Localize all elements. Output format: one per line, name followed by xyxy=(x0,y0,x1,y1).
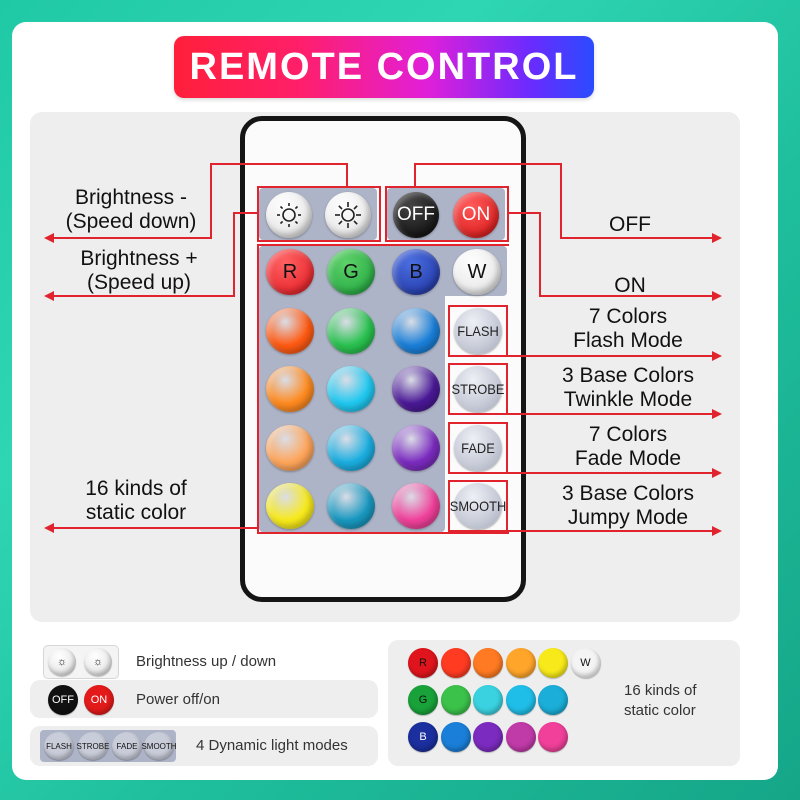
connector-line xyxy=(508,530,718,532)
color-button[interactable] xyxy=(392,425,440,471)
color-button[interactable] xyxy=(266,366,314,412)
legend-fade: FADE xyxy=(112,732,142,760)
label-strobe: 3 Base Colors Twinkle Mode xyxy=(562,364,694,411)
legend-color-swatch xyxy=(505,722,536,752)
connector-line xyxy=(508,472,718,474)
connector-line xyxy=(50,237,212,239)
connector-line xyxy=(346,163,348,188)
legend-brightness-text: Brightness up / down xyxy=(136,653,277,670)
legend-color-swatch xyxy=(538,648,568,678)
brightness-up-icon: ☼ xyxy=(84,648,112,676)
green-button[interactable]: G xyxy=(327,249,375,295)
color-button[interactable] xyxy=(392,308,440,354)
legend-color-swatch: R xyxy=(408,648,438,678)
legend-color-swatch: B xyxy=(408,722,438,752)
power-on-icon: ON xyxy=(84,685,114,715)
legend-color-swatch xyxy=(473,685,503,715)
arrow xyxy=(44,233,54,243)
connector-line xyxy=(210,163,348,165)
connector-line xyxy=(50,295,235,297)
smooth-highlight xyxy=(448,480,508,532)
strobe-highlight xyxy=(448,363,508,415)
legend-color-swatch xyxy=(473,722,503,752)
arrow xyxy=(44,291,54,301)
off-button[interactable]: OFF xyxy=(393,192,439,238)
color-button[interactable] xyxy=(266,308,314,354)
connector-line xyxy=(509,212,541,214)
legend-color-swatch xyxy=(505,685,536,715)
connector-line xyxy=(233,212,235,297)
legend-color-swatch xyxy=(440,722,471,752)
brightness-up-icon[interactable] xyxy=(325,192,371,238)
legend-flash: FLASH xyxy=(44,732,74,760)
red-button[interactable]: R xyxy=(266,249,314,295)
color-button[interactable] xyxy=(327,366,375,412)
arrow xyxy=(712,526,722,536)
color-button[interactable] xyxy=(392,483,440,529)
connector-line xyxy=(539,212,541,297)
smooth-button[interactable]: SMOOTH xyxy=(450,483,506,529)
arrow xyxy=(712,468,722,478)
brightness-highlight xyxy=(257,186,381,242)
label-brightness-down: Brightness - (Speed down) xyxy=(65,186,197,233)
connector-line xyxy=(414,163,416,188)
legend-color-swatch xyxy=(538,685,568,715)
legend-smooth: SMOOTH xyxy=(141,732,177,760)
legend-color-swatch xyxy=(505,648,536,678)
power-highlight xyxy=(385,186,509,242)
label-smooth: 3 Base Colors Jumpy Mode xyxy=(562,482,694,529)
color-button[interactable] xyxy=(266,483,314,529)
on-button[interactable]: ON xyxy=(453,192,499,238)
fade-highlight xyxy=(448,422,508,474)
strobe-button[interactable]: STROBE xyxy=(452,366,504,412)
brightness-down-icon: ☼ xyxy=(48,648,76,676)
arrow xyxy=(712,409,722,419)
connector-line xyxy=(539,295,718,297)
brightness-down-icon[interactable] xyxy=(266,192,312,238)
color-button[interactable] xyxy=(266,425,314,471)
label-fade: 7 Colors Fade Mode xyxy=(574,423,682,470)
arrow xyxy=(712,351,722,361)
color-button[interactable] xyxy=(327,483,375,529)
label-flash: 7 Colors Flash Mode xyxy=(573,305,683,352)
connector-line xyxy=(233,212,259,214)
label-on: ON xyxy=(614,274,646,297)
legend-color-swatch: W xyxy=(570,648,601,678)
legend-color-swatch xyxy=(473,648,503,678)
arrow xyxy=(44,523,54,533)
color-highlight xyxy=(257,244,509,534)
arrow xyxy=(712,233,722,243)
blue-button[interactable]: B xyxy=(392,249,440,295)
arrow xyxy=(712,291,722,301)
legend-modes-text: 4 Dynamic light modes xyxy=(196,737,348,754)
label-static-color: 16 kinds of static color xyxy=(85,477,187,524)
flash-button[interactable]: FLASH xyxy=(454,308,502,354)
connector-line xyxy=(414,163,562,165)
flash-highlight xyxy=(448,305,508,357)
connector-line xyxy=(508,355,718,357)
legend-static-text: 16 kinds of static color xyxy=(624,682,697,719)
legend-color-swatch xyxy=(440,648,471,678)
connector-line xyxy=(560,237,718,239)
power-off-icon: OFF xyxy=(48,685,78,715)
color-button[interactable] xyxy=(327,425,375,471)
white-button[interactable]: W xyxy=(453,249,501,295)
label-off: OFF xyxy=(609,213,651,236)
connector-line xyxy=(210,163,212,239)
connector-line xyxy=(50,527,259,529)
color-button[interactable] xyxy=(392,366,440,412)
legend-color-swatch xyxy=(440,685,471,715)
legend-color-swatch: G xyxy=(408,685,438,715)
connector-line xyxy=(508,413,718,415)
connector-line xyxy=(560,163,562,239)
legend-strobe: STROBE xyxy=(77,732,109,760)
color-button[interactable] xyxy=(327,308,375,354)
fade-button[interactable]: FADE xyxy=(454,425,502,471)
legend-power-text: Power off/on xyxy=(136,691,220,708)
legend-color-swatch xyxy=(538,722,568,752)
page-title: REMOTE CONTROL xyxy=(174,36,594,98)
label-brightness-up: Brightness + (Speed up) xyxy=(80,247,198,294)
